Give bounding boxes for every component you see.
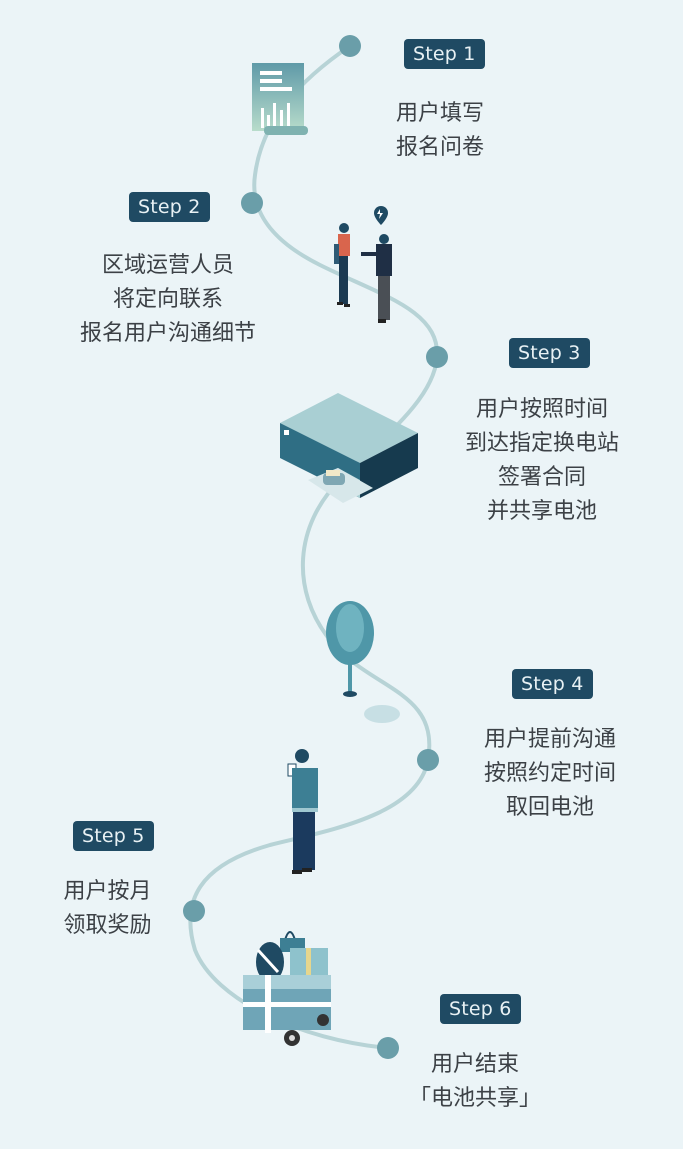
tree-icon — [326, 601, 400, 723]
step-4-node — [417, 749, 439, 771]
step-3-description: 用户按照时间 到达指定换电站 签署合同 并共享电池 — [442, 393, 642, 529]
step-5-badge: Step 5 — [73, 821, 154, 851]
step-3-line-4: 并共享电池 — [486, 499, 597, 524]
step-1-line-2: 报名问卷 — [395, 135, 484, 160]
step-3-line-3: 签署合同 — [497, 465, 586, 490]
battery-swap-station-icon — [280, 393, 418, 503]
step-1-badge: Step 1 — [404, 39, 485, 69]
step-3-line-2: 到达指定换电站 — [464, 431, 619, 456]
step-4-badge: Step 4 — [512, 669, 593, 699]
step-3-node — [426, 346, 448, 368]
step-1-node — [339, 35, 361, 57]
people-handshake-icon — [334, 206, 392, 323]
step-4-line-2: 按照约定时间 — [483, 761, 616, 786]
step-6-line-1: 用户结束 — [430, 1052, 519, 1077]
step-5-description: 用户按月 领取奖励 — [45, 875, 170, 943]
step-4-description: 用户提前沟通 按照约定时间 取回电池 — [460, 723, 640, 825]
step-2-badge: Step 2 — [129, 192, 210, 222]
step-4-line-1: 用户提前沟通 — [483, 727, 616, 752]
document-chart-icon — [252, 63, 308, 135]
step-2-node — [241, 192, 263, 214]
step-6-line-2: 「电池共享」 — [408, 1086, 541, 1111]
gift-cart-icon — [243, 931, 331, 1046]
step-6-node — [377, 1037, 399, 1059]
step-3-line-1: 用户按照时间 — [475, 397, 608, 422]
step-1-description: 用户填写 报名问卷 — [370, 97, 510, 165]
step-5-node — [183, 900, 205, 922]
step-2-line-1: 区域运营人员 — [101, 253, 234, 278]
step-3-badge: Step 3 — [509, 338, 590, 368]
step-2-description: 区域运营人员 将定向联系 报名用户沟通细节 — [48, 249, 288, 351]
step-4-line-3: 取回电池 — [505, 795, 594, 820]
step-5-line-2: 领取奖励 — [63, 913, 152, 938]
step-2-line-3: 报名用户沟通细节 — [79, 321, 256, 346]
step-5-line-1: 用户按月 — [63, 879, 152, 904]
step-1-line-1: 用户填写 — [395, 101, 484, 126]
step-6-description: 用户结束 「电池共享」 — [400, 1048, 550, 1116]
step-6-badge: Step 6 — [440, 994, 521, 1024]
person-phone-icon — [287, 749, 318, 874]
step-2-line-2: 将定向联系 — [112, 287, 223, 312]
